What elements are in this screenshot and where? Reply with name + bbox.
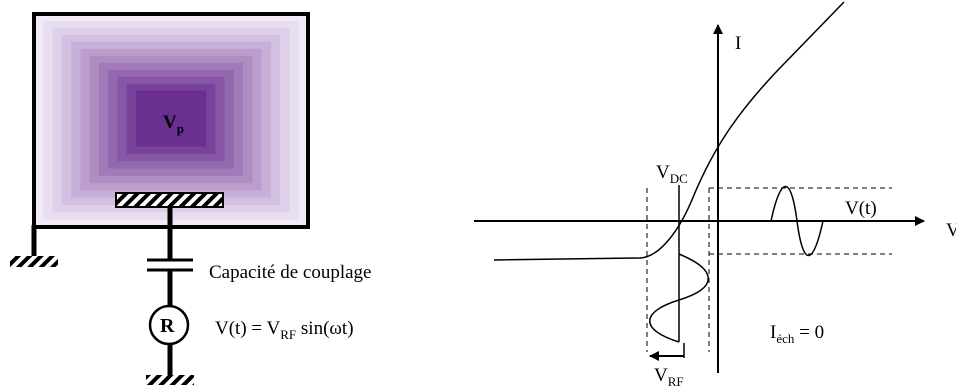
iv-characteristic-curve [493,1,845,261]
vrf-label: VRF [654,365,684,387]
probe-electrode [115,192,224,208]
plasma-chamber [32,12,310,229]
coupling-capacitor [147,258,193,272]
source-equation: V(t) = VRF sin(ωt) [215,318,354,342]
current-label: Iéch = 0 [770,322,824,346]
guide-lines [646,187,892,352]
y-axis-label: I [735,33,741,54]
applied-signal-wave [770,186,824,256]
svg-text:R: R [160,315,175,337]
current-response-wave [649,253,709,343]
capacitor-label: Capacité de couplage [209,262,371,283]
plasma-region [34,14,308,227]
plasma-gradient-band [136,90,206,147]
source-ground-symbol [146,375,194,385]
wall-ground-symbol [10,256,58,267]
rf-source: R [148,304,190,346]
vdc-label: VDC [656,162,688,186]
x-axis-label: V [946,220,956,241]
plasma-potential-label: Vp [163,112,184,136]
signal-label: V(t) [845,198,877,219]
